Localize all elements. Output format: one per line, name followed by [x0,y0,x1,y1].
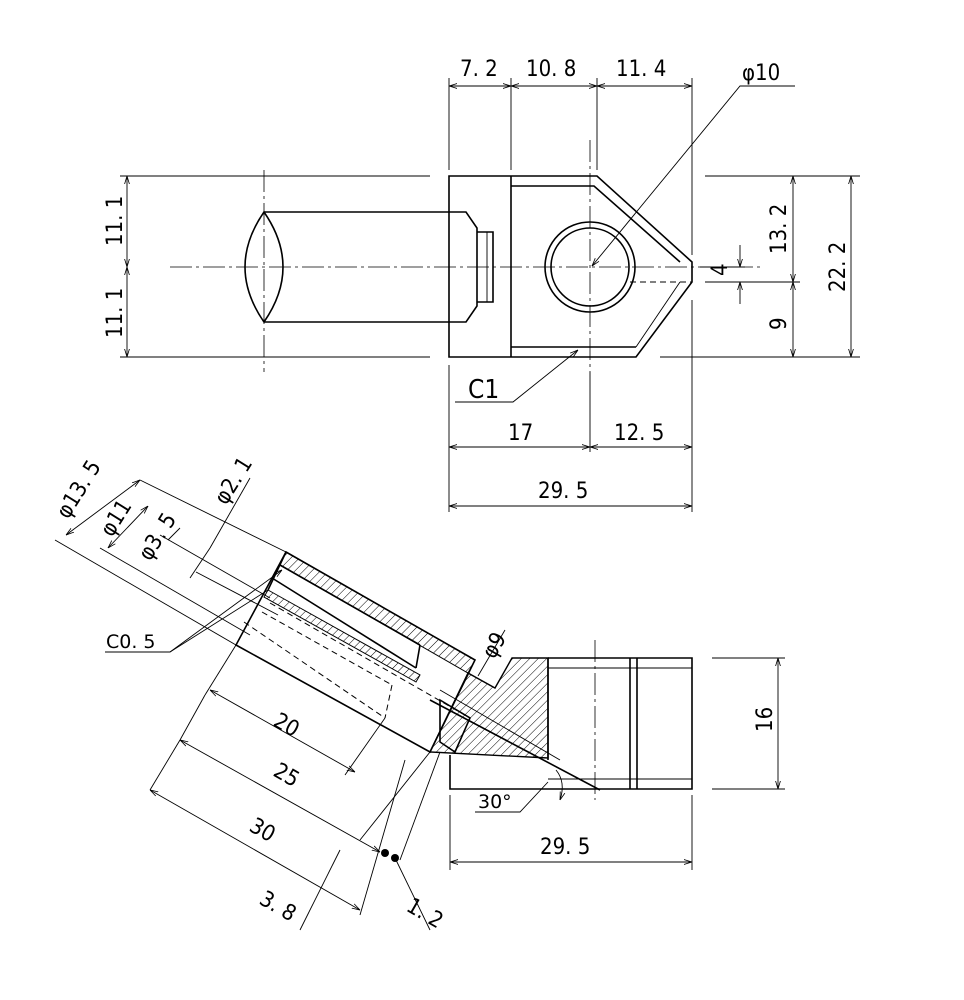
dim-30: 30 [245,814,279,848]
dim-1-2: 1. 2 [402,894,447,935]
dim-11-4: 11. 4 [616,57,666,82]
dim-c0-5: C0. 5 [106,631,156,653]
dim-dia-9: φ9 [478,628,512,663]
dim-dia-10: φ10 [742,61,780,86]
dim-25: 25 [269,759,303,793]
dim-7-2: 7. 2 [460,57,498,82]
shaft-outline [244,210,494,324]
dim-29-5-top: 29. 5 [538,479,588,504]
dim-22-2: 22. 2 [826,242,851,292]
body-outline [448,175,693,358]
dim-13-2: 13. 2 [767,204,792,254]
dim-17: 17 [508,421,533,446]
extension-lines-top [120,78,860,512]
dim-3-8: 3. 8 [255,887,300,928]
bore-inner-circle [550,227,630,307]
dim-30-deg: 30° [478,791,512,813]
dim-10-8: 10. 8 [526,57,576,82]
dim-c1: C1 [468,375,499,405]
dim-11-1-upper: 11. 1 [103,196,128,246]
front-body [449,640,693,800]
dim-16: 16 [753,707,778,732]
angled-shaft [234,550,477,754]
dim-12-5: 12. 5 [614,421,664,446]
section-view: 16 29. 5 30° φ9 φ13. 5 φ11 φ3. 5 φ2. 1 [52,453,785,934]
dim-dia-3-5: φ3. 5 [134,509,182,565]
top-view: 7. 2 10. 8 11. 4 φ10 11. 1 11. 1 13. 2 9… [103,57,860,512]
bore-outer-circle [544,221,636,313]
dim-11-1-lower: 11. 1 [103,288,128,338]
dim-dia-2-1: φ2. 1 [210,453,258,509]
dim-9: 9 [767,317,792,330]
length-dimension-lines [150,644,441,931]
dim-4: 4 [708,263,733,276]
dim-dia-13-5: φ13. 5 [52,456,107,523]
dim-20: 20 [269,709,303,743]
dim-29-5-front: 29. 5 [540,835,590,860]
dim-dia-11: φ11 [96,496,137,542]
diameter-dimension-lines [54,477,287,646]
dim-point-b [391,854,399,862]
dim-point-a [381,849,389,857]
